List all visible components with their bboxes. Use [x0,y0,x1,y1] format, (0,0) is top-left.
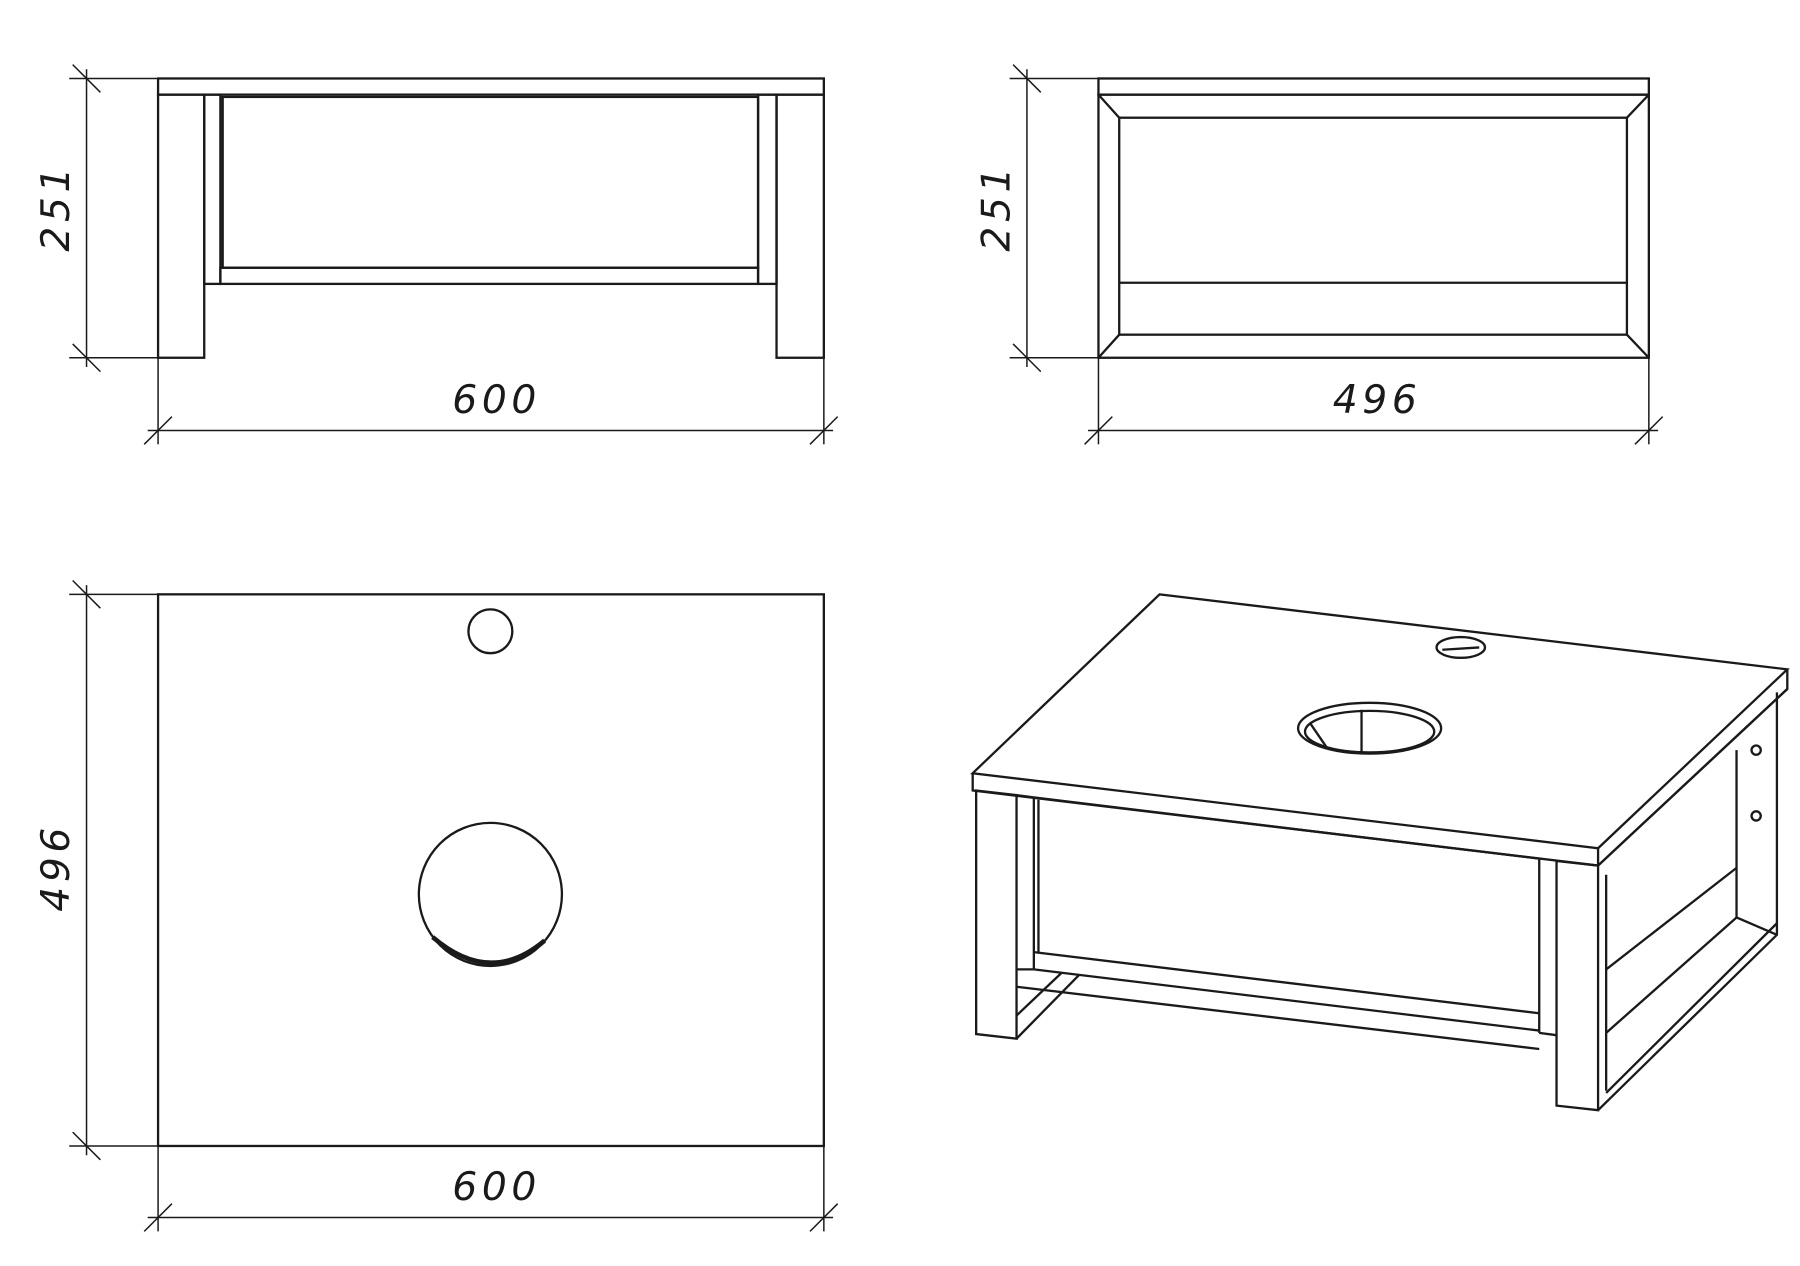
front-width-label: 600 [452,378,541,423]
top-depth-label: 496 [34,823,79,912]
top-depth-dimension [69,579,159,1161]
front-height-label: 251 [34,163,79,252]
top-width-label: 600 [452,1165,541,1210]
front-view: 251 600 [34,64,839,445]
front-width-dimension [143,357,839,445]
side-height-label: 251 [975,163,1020,252]
side-width-label: 496 [1333,378,1422,423]
side-view: 251 496 [975,64,1664,445]
isometric-view [970,593,1790,1112]
front-height-dimension [69,64,159,373]
faucet-hole [467,608,514,655]
side-width-dimension [1084,357,1664,445]
top-width-dimension [143,1145,839,1232]
side-height-dimension [1009,64,1099,373]
basin-hole [417,821,564,968]
top-view: 496 600 [34,579,839,1232]
